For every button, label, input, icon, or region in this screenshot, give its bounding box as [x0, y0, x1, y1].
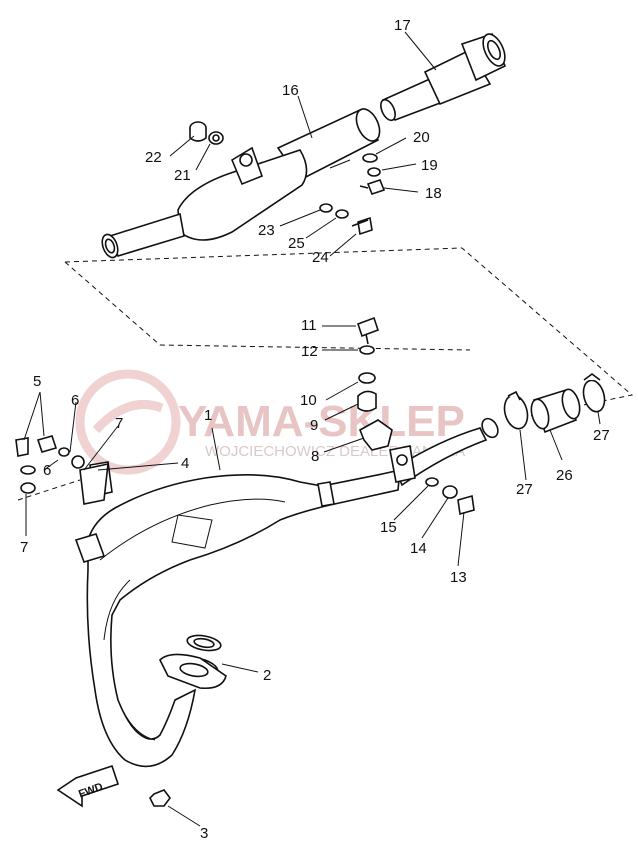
- leader-lines: [23, 31, 601, 827]
- callout-7-lower: 7: [20, 539, 28, 556]
- callout-2: 2: [263, 667, 271, 684]
- callout-11: 11: [301, 317, 317, 334]
- callout-25: 25: [288, 235, 305, 252]
- tail-pipe: [380, 33, 507, 122]
- callout-24: 24: [312, 249, 329, 266]
- callout-9: 9: [310, 417, 318, 434]
- mounting-reference-outline: [64, 247, 634, 419]
- callout-8: 8: [311, 448, 319, 465]
- callout-7-upper: 7: [115, 415, 123, 432]
- silencer-hardware: [189, 121, 386, 236]
- joint-and-clamps: [503, 373, 606, 434]
- callout-27-right: 27: [593, 427, 610, 444]
- exhaust-nut: [149, 789, 171, 807]
- callout-labels: 1 2 3 4 5 6 6 7 7 8 9 10 11 12 13 14 15 …: [20, 17, 610, 842]
- callout-22: 22: [145, 149, 162, 166]
- callout-20: 20: [413, 129, 430, 146]
- callout-27-left: 27: [516, 481, 533, 498]
- callout-15: 15: [380, 519, 397, 536]
- callout-17: 17: [394, 17, 411, 34]
- callout-21: 21: [174, 167, 191, 184]
- callout-12: 12: [301, 343, 318, 360]
- callout-26: 26: [556, 467, 573, 484]
- callout-23: 23: [258, 222, 275, 239]
- mounting-hardware: [15, 316, 475, 516]
- callout-19: 19: [421, 157, 438, 174]
- callout-13: 13: [450, 569, 467, 586]
- callout-6-lower: 6: [43, 462, 51, 479]
- callout-6-upper: 6: [71, 392, 79, 409]
- callout-14: 14: [410, 540, 427, 557]
- callout-5: 5: [33, 373, 41, 390]
- callout-16: 16: [282, 82, 299, 99]
- callout-18: 18: [425, 185, 442, 202]
- callout-1: 1: [204, 407, 212, 424]
- fwd-direction-badge: FWD: [56, 764, 120, 808]
- watermark-title: YAMA-SKLEP: [178, 397, 465, 446]
- callout-4: 4: [181, 455, 189, 472]
- watermark-logo-icon: [75, 369, 181, 475]
- callout-3: 3: [200, 825, 208, 842]
- silencer: [101, 108, 381, 259]
- callout-10: 10: [300, 392, 317, 409]
